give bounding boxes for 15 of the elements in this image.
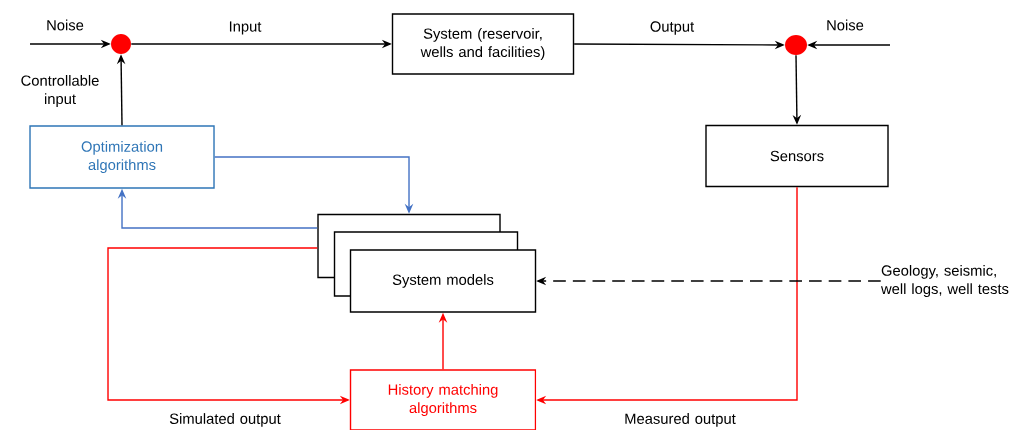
edge-label: Noise bbox=[47, 19, 84, 31]
system-box: System (reservoir, wells and facilities) bbox=[391, 13, 575, 75]
algorithm-box: History matching algorithms bbox=[349, 369, 537, 430]
source-text: Geology, seismic, well logs, well tests bbox=[881, 265, 1009, 297]
algorithm-box: Optimization algorithms bbox=[29, 125, 215, 189]
edge-label: Controllable input bbox=[21, 75, 99, 107]
summing-point bbox=[785, 35, 807, 55]
sensors-box: Sensors bbox=[705, 124, 889, 188]
edge-label: Output bbox=[650, 21, 695, 35]
edge-label: Noise bbox=[827, 19, 864, 31]
edge-label: Input bbox=[229, 21, 262, 35]
edge-label: Measured output bbox=[625, 413, 736, 427]
model-box: System models bbox=[349, 249, 537, 313]
summing-point bbox=[111, 34, 131, 54]
edge-label: Simulated output bbox=[169, 413, 281, 427]
